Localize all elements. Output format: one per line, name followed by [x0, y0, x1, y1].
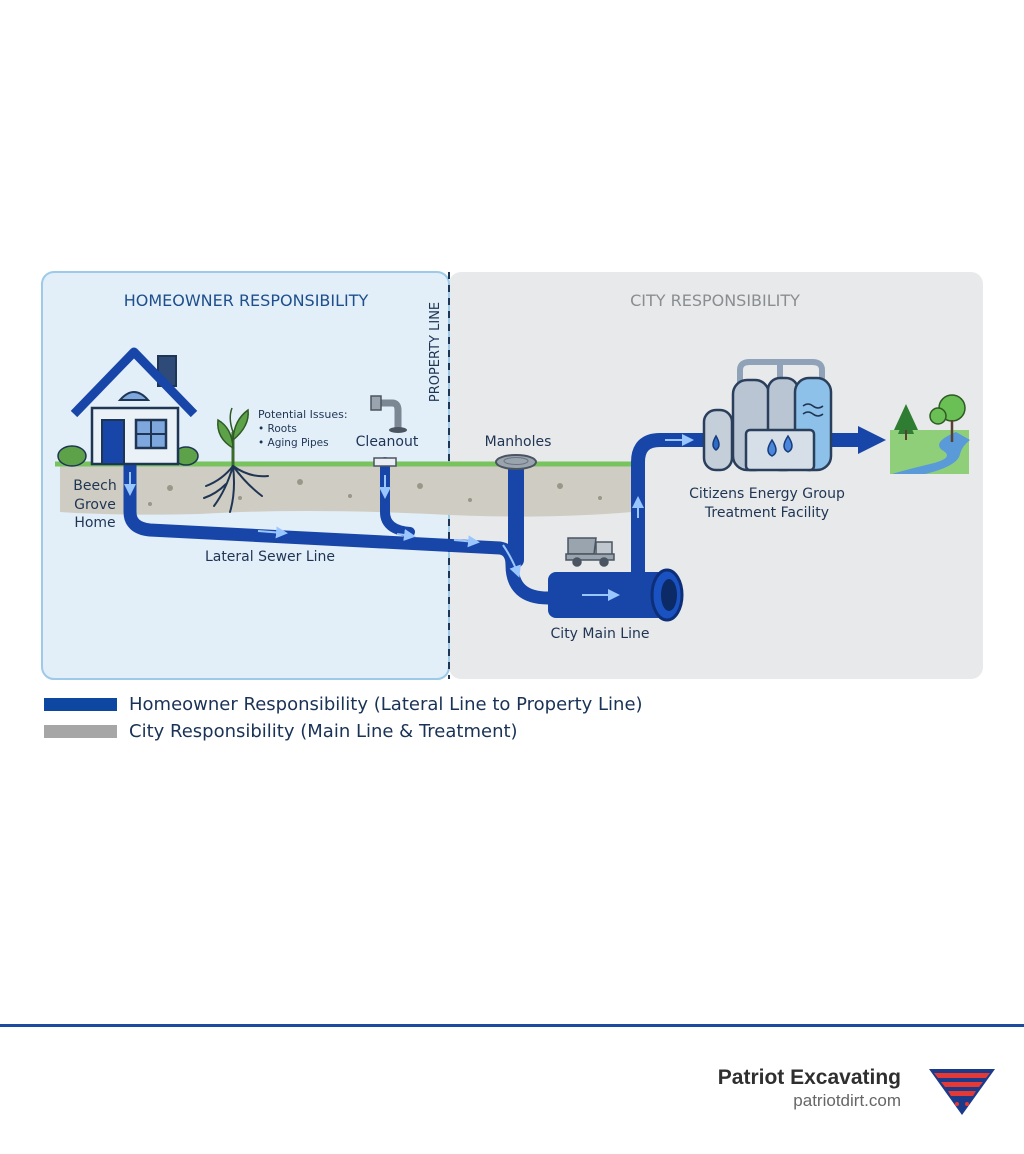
treatment-plant-icon [702, 359, 833, 472]
lateral-line-label: Lateral Sewer Line [205, 549, 335, 565]
legend-homeowner: Homeowner Responsibility (Lateral Line t… [44, 693, 643, 715]
property-line-label: PROPERTY LINE [428, 302, 443, 402]
treatment-label-line2: Treatment Facility [704, 505, 829, 521]
home-label-line2: Grove [74, 497, 116, 513]
plant-roots-icon [203, 407, 269, 513]
manhole-cover-icon [495, 454, 537, 470]
treatment-label-line1: Citizens Energy Group [689, 486, 845, 502]
soil-layer [60, 464, 632, 517]
homeowner-title: HOMEOWNER RESPONSIBILITY [124, 291, 369, 310]
issue-aging-pipes: • Aging Pipes [258, 437, 329, 449]
river-landscape-icon [890, 394, 970, 474]
legend-swatch-homeowner [44, 697, 117, 711]
cleanout-pipe-icon [370, 395, 407, 467]
issue-roots: • Roots [258, 423, 297, 435]
dump-truck-icon [565, 537, 615, 567]
brand-block: Patriot Excavating patriotdirt.com [718, 1066, 901, 1112]
city-title: CITY RESPONSIBILITY [630, 291, 800, 310]
brand-name: Patriot Excavating [717, 1066, 901, 1089]
legend-label-city: City Responsibility (Main Line & Treatme… [129, 720, 518, 742]
flow-arrows [124, 434, 694, 601]
cleanout-label: Cleanout [356, 434, 419, 450]
footer-divider [0, 1024, 1024, 1027]
legend-swatch-city [44, 724, 117, 738]
patriot-logo-icon [929, 1069, 995, 1115]
legend-label-homeowner: Homeowner Responsibility (Lateral Line t… [129, 693, 643, 715]
brand-url: patriotdirt.com [793, 1091, 901, 1110]
flow-arrow-curve [502, 544, 521, 578]
home-label-line3: Home [74, 515, 115, 531]
soil-speckles [148, 479, 602, 506]
city-main-line-label: City Main Line [551, 626, 650, 642]
home-label-line1: Beech [73, 478, 116, 494]
issues-title: Potential Issues: [258, 408, 348, 421]
manholes-label: Manholes [485, 434, 552, 450]
legend-city: City Responsibility (Main Line & Treatme… [44, 720, 518, 742]
outflow-arrowhead [858, 426, 886, 454]
house-icon [57, 347, 199, 467]
